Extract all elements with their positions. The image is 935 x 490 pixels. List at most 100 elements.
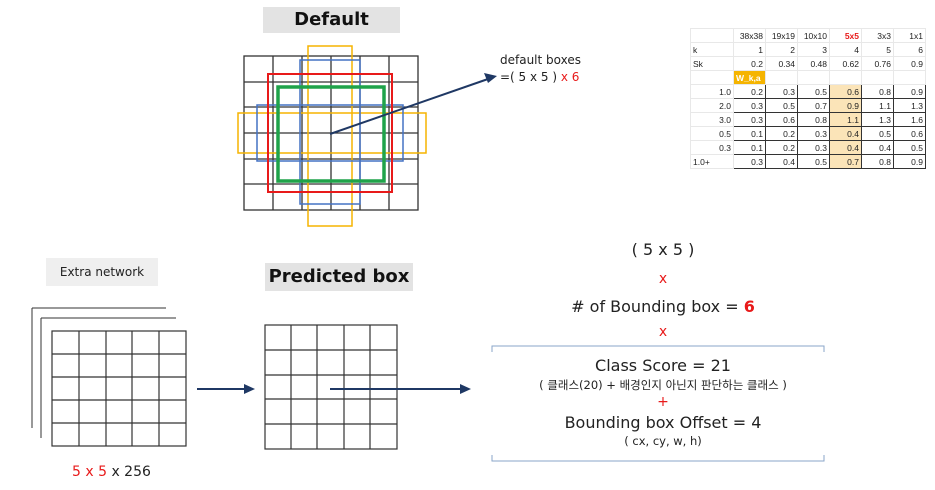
table-header-cell: 38x38: [733, 28, 766, 43]
table-cell: 0.2: [733, 84, 766, 99]
table-cell: 0.7: [797, 98, 830, 113]
table-cell: 0.9: [893, 154, 926, 169]
table-row: 0.3 0.1 0.2 0.3 0.4 0.4 0.5: [690, 140, 926, 155]
flow-arrowhead-1: [244, 384, 255, 394]
table-header-cell: [690, 28, 734, 43]
green-box: [276, 85, 386, 183]
table-cell: 0.62: [829, 56, 862, 71]
table-cell-highlight: 1.1: [829, 112, 862, 127]
table-cell: 0.8: [797, 112, 830, 127]
table-row: 1.0+ 0.3 0.4 0.5 0.7 0.8 0.9: [690, 154, 926, 169]
table-cell: [829, 70, 862, 85]
formula-bbox: # of Bounding box = 6: [533, 297, 793, 316]
table-row-label: 2.0: [690, 98, 734, 113]
table-row-label: 3.0: [690, 112, 734, 127]
table-cell: 1.3: [861, 112, 894, 127]
table-cell: 0.5: [861, 126, 894, 141]
table-cell: 0.34: [765, 56, 798, 71]
table-cell: 0.5: [893, 140, 926, 155]
formula-times-2: x: [658, 324, 668, 340]
table-cell: 0.4: [765, 154, 798, 169]
table-row-label: 0.3: [690, 140, 734, 155]
formula-class-score: Class Score = 21: [595, 356, 731, 375]
table-cell: 0.3: [797, 126, 830, 141]
table-cell: 0.3: [733, 154, 766, 169]
extra-network-grid: [51, 330, 187, 447]
table-cell-highlight: 0.9: [829, 98, 862, 113]
scale-table: 38x38 19x19 10x10 5x5 3x3 1x1 k 1 2 3 4 …: [690, 28, 926, 169]
table-row: 0.5 0.1 0.2 0.3 0.4 0.5 0.6: [690, 126, 926, 141]
table-row-label: Sk: [690, 56, 734, 71]
formula-bracket-top: [491, 345, 825, 352]
table-cell: 2: [765, 42, 798, 57]
table-header-cell-highlight: 5x5: [829, 28, 862, 43]
table-cell: 0.2: [733, 56, 766, 71]
table-header-cell: 3x3: [861, 28, 894, 43]
table-row-label: k: [690, 42, 734, 57]
table-cell: 0.8: [861, 154, 894, 169]
table-cell: 0.2: [765, 126, 798, 141]
formula-bbox-count: 6: [743, 297, 755, 316]
table-cell: 0.5: [797, 84, 830, 99]
table-cell: 0.1: [733, 126, 766, 141]
table-cell: 0.3: [765, 84, 798, 99]
table-cell: 0.3: [797, 140, 830, 155]
table-row: 3.0 0.3 0.6 0.8 1.1 1.3 1.6: [690, 112, 926, 127]
default-title: Default: [263, 7, 400, 33]
table-row-label: [690, 70, 734, 85]
table-cell: 0.6: [765, 112, 798, 127]
table-cell: 0.3: [733, 112, 766, 127]
extra-network-dim-spatial: 5 x 5: [72, 464, 107, 480]
table-cell: 0.9: [893, 84, 926, 99]
table-cell: 3: [797, 42, 830, 57]
flow-arrowhead-2: [460, 384, 471, 394]
extra-network-dim-channels: x 256: [107, 464, 151, 480]
table-row-wk: W_k,a: [690, 70, 926, 85]
table-cell: 1: [733, 42, 766, 57]
table-cell: 0.48: [797, 56, 830, 71]
yellow-wide-box: [237, 112, 427, 154]
table-row: 2.0 0.3 0.5 0.7 0.9 1.1 1.3: [690, 98, 926, 113]
table-cell: 1.3: [893, 98, 926, 113]
blue-tall-box: [299, 59, 361, 205]
table-cell: 0.1: [733, 140, 766, 155]
formula-bbox-label: # of Bounding box =: [571, 297, 744, 316]
table-cell: 0.5: [765, 98, 798, 113]
table-cell: 0.5: [797, 154, 830, 169]
extra-network-dims: 5 x 5 x 256: [72, 464, 151, 480]
table-cell: 0.76: [861, 56, 894, 71]
formula-offset-note: ( cx, cy, w, h): [624, 434, 702, 448]
red-box: [267, 73, 393, 193]
table-cell: 0.2: [765, 140, 798, 155]
table-header-cell: 10x10: [797, 28, 830, 43]
table-header-cell: 19x19: [765, 28, 798, 43]
table-cell: 4: [829, 42, 862, 57]
extra-network-title: Extra network: [46, 258, 158, 286]
table-cell-highlight: 0.7: [829, 154, 862, 169]
table-cell: 5: [861, 42, 894, 57]
table-row-sk: Sk 0.2 0.34 0.48 0.62 0.76 0.9: [690, 56, 926, 71]
annotation-arrow: [329, 78, 489, 135]
table-row-label: 1.0+: [690, 154, 734, 169]
formula-bracket-bottom: [491, 455, 825, 462]
blue-wide-box: [256, 104, 404, 162]
table-cell: 0.9: [893, 56, 926, 71]
table-cell-highlight: 0.6: [829, 84, 862, 99]
table-cell: 0.3: [733, 98, 766, 113]
table-row-label: 0.5: [690, 126, 734, 141]
annotation-prefix: =( 5 x 5 ): [500, 70, 561, 84]
table-header-cell: 1x1: [893, 28, 926, 43]
table-row: 1.0 0.2 0.3 0.5 0.6 0.8 0.9: [690, 84, 926, 99]
predicted-grid: [264, 324, 398, 450]
table-cell: [797, 70, 830, 85]
annotation-line1: default boxes: [500, 53, 581, 67]
wk-label-cell: W_k,a: [733, 70, 766, 85]
extra-network-stack: [31, 307, 176, 438]
table-cell: 1.6: [893, 112, 926, 127]
table-cell: 0.4: [861, 140, 894, 155]
table-row-k: k 1 2 3 4 5 6: [690, 42, 926, 57]
formula-class-note: ( 클래스(20) + 배경인지 아닌지 판단하는 클래스 ): [539, 378, 787, 392]
table-cell: 0.6: [893, 126, 926, 141]
table-cell: 6: [893, 42, 926, 57]
